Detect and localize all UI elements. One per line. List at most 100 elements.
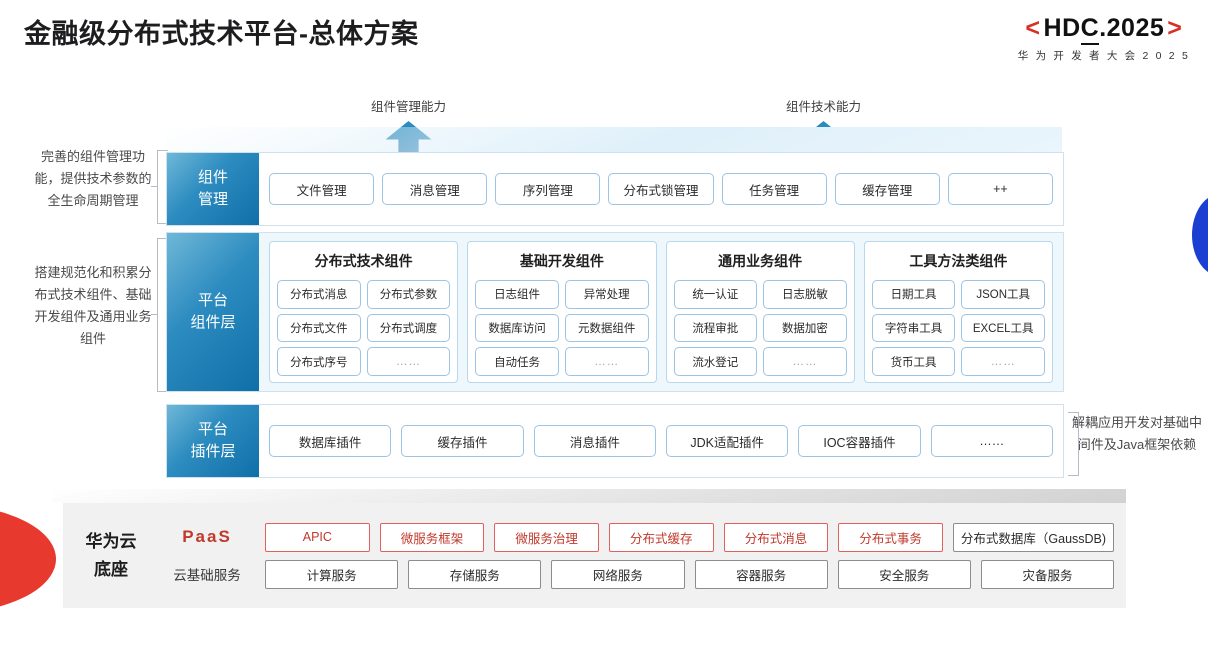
component-group: 分布式技术组件分布式消息分布式参数分布式文件分布式调度分布式序号…… xyxy=(269,241,459,383)
component-group-title: 工具方法类组件 xyxy=(909,253,1008,269)
component-cell[interactable]: 分布式调度 xyxy=(366,313,451,343)
label-line-2: 组件层 xyxy=(190,314,236,331)
component-cell[interactable]: 流水登记 xyxy=(673,347,758,377)
plugin-chip[interactable]: 缓存插件 xyxy=(401,425,524,457)
paas-service-chip[interactable]: 分布式缓存 xyxy=(608,522,714,552)
plugin-chip[interactable]: 数据库插件 xyxy=(269,425,392,457)
component-cell[interactable]: 日志组件 xyxy=(475,280,559,309)
component-group-row: 日志组件异常处理 xyxy=(475,280,649,309)
component-cell[interactable]: …… xyxy=(366,347,451,377)
component-cell[interactable]: 异常处理 xyxy=(564,280,649,309)
paas-service-chip[interactable]: 分布式事务 xyxy=(838,522,943,552)
component-management-chip[interactable]: 任务管理 xyxy=(721,173,827,205)
component-group-grid: 统一认证日志脱敏流程审批数据加密流水登记…… xyxy=(673,280,847,377)
component-group-row: 数据库访问元数据组件 xyxy=(475,313,649,343)
component-management-chip[interactable]: ++ xyxy=(947,173,1053,205)
bracket-left-icon: < xyxy=(1025,14,1041,42)
component-management-chip[interactable]: 序列管理 xyxy=(495,173,601,205)
arrow-label: 组件管理能力 xyxy=(371,100,447,114)
brace-right xyxy=(1068,412,1085,476)
component-cell[interactable]: 日志脱敏 xyxy=(763,280,847,309)
component-cell[interactable]: 流程审批 xyxy=(673,313,758,343)
paas-panel-bevel xyxy=(52,489,1126,503)
paas-service-chip[interactable]: APIC xyxy=(265,522,370,552)
arrow-label: 组件技术能力 xyxy=(786,100,862,114)
cloud-service-chip[interactable]: 容器服务 xyxy=(694,559,828,589)
component-group-row: 分布式消息分布式参数 xyxy=(277,280,451,309)
component-management-chip[interactable]: 缓存管理 xyxy=(834,173,940,205)
platform-component-layer-label: 平台 组件层 xyxy=(167,233,259,391)
label-line-2: 管理 xyxy=(197,191,228,208)
paas-row-label: 云基础服务 xyxy=(173,568,241,583)
huawei-cloud-brand: 华为云 底座 xyxy=(63,528,159,584)
hdc-logo-underlined: C xyxy=(1080,14,1100,45)
component-management-chip[interactable]: 文件管理 xyxy=(269,173,375,205)
paas-service-chip[interactable]: 微服务治理 xyxy=(494,522,599,552)
top-gradient-wash xyxy=(166,127,1062,155)
label-line-1: 平台 xyxy=(197,421,228,438)
cloud-service-chip[interactable]: 分布式数据库（GaussDB) xyxy=(952,522,1115,552)
cloud-service-chip[interactable]: 安全服务 xyxy=(837,559,971,589)
paas-service-chip[interactable]: 微服务框架 xyxy=(379,522,485,552)
component-cell[interactable]: …… xyxy=(763,347,847,377)
paas-row: 云基础服务 计算服务存储服务网络服务容器服务安全服务灾备服务 xyxy=(159,559,1115,589)
component-group-row: 流程审批数据加密 xyxy=(673,313,847,343)
component-cell[interactable]: 元数据组件 xyxy=(564,313,649,343)
component-group-row: 分布式文件分布式调度 xyxy=(277,313,451,343)
component-cell[interactable]: JSON工具 xyxy=(961,280,1045,309)
component-group-grid: 分布式消息分布式参数分布式文件分布式调度分布式序号…… xyxy=(277,280,451,377)
component-group: 基础开发组件日志组件异常处理数据库访问元数据组件自动任务…… xyxy=(467,241,657,383)
annotation-left-bottom: 搭建规范化和积累分布式技术组件、基础开发组件及通用业务组件 xyxy=(34,265,152,346)
component-cell[interactable]: 分布式文件 xyxy=(277,313,361,343)
component-cell[interactable]: 分布式消息 xyxy=(277,280,361,309)
platform-plugin-layer-label: 平台 插件层 xyxy=(167,405,259,477)
component-cell[interactable]: …… xyxy=(564,347,649,377)
brace-left-bottom xyxy=(151,238,168,392)
component-cell[interactable]: 统一认证 xyxy=(673,280,758,309)
red-wedge-decoration xyxy=(0,505,56,613)
component-group-row: 分布式序号…… xyxy=(277,347,451,377)
component-management-chip[interactable]: 分布式锁管理 xyxy=(608,173,714,205)
plugin-chip[interactable]: 消息插件 xyxy=(533,425,656,457)
component-cell[interactable]: 字符串工具 xyxy=(871,313,956,343)
component-cell[interactable]: 数据加密 xyxy=(763,313,847,343)
component-management-chip[interactable]: 消息管理 xyxy=(382,173,488,205)
brace-tick xyxy=(1078,443,1085,445)
annotation-right: 解耦应用开发对基础中间件及Java框架依赖 xyxy=(1072,415,1203,452)
component-management-label: 组件 管理 xyxy=(167,153,259,225)
cloud-service-chip[interactable]: 存储服务 xyxy=(408,559,542,589)
brand-line-1: 华为云 xyxy=(85,531,137,551)
cloud-service-chip[interactable]: 网络服务 xyxy=(551,559,685,589)
component-group-row: 自动任务…… xyxy=(475,347,649,377)
component-group-row: 流水登记…… xyxy=(673,347,847,377)
plugin-chip[interactable]: JDK适配插件 xyxy=(665,425,789,457)
component-group-title: 分布式技术组件 xyxy=(314,253,413,269)
platform-plugin-items: 数据库插件缓存插件消息插件 JDK适配插件 IOC容器插件 …… xyxy=(259,405,1063,477)
component-cell[interactable]: 自动任务 xyxy=(475,347,559,377)
cloud-service-chip[interactable]: 计算服务 xyxy=(265,559,399,589)
paas-service-chip[interactable]: 分布式消息 xyxy=(723,522,829,552)
annotation-left-top: 完善的组件管理功能，提供技术参数的全生命周期管理 xyxy=(34,149,152,208)
component-group-row: 货币工具…… xyxy=(871,347,1045,377)
paas-chip-group: 计算服务存储服务网络服务容器服务安全服务灾备服务 xyxy=(265,559,1115,589)
component-cell[interactable]: EXCEL工具 xyxy=(961,313,1045,343)
component-cell[interactable]: 分布式参数 xyxy=(366,280,451,309)
blue-blob-decoration xyxy=(1192,193,1208,277)
label-line-1: 平台 xyxy=(197,292,228,309)
platform-plugin-layer-band: 平台 插件层 数据库插件缓存插件消息插件 JDK适配插件 IOC容器插件 …… xyxy=(166,404,1064,478)
plugin-chip[interactable]: …… xyxy=(930,425,1053,457)
label-line-1: 组件 xyxy=(197,169,228,186)
cloud-service-chip[interactable]: 灾备服务 xyxy=(980,559,1115,589)
component-management-items: 文件管理消息管理序列管理分布式锁管理任务管理缓存管理++ xyxy=(259,153,1063,225)
component-cell[interactable]: 货币工具 xyxy=(871,347,956,377)
component-cell[interactable]: 数据库访问 xyxy=(475,313,559,343)
component-cell[interactable]: 分布式序号 xyxy=(277,347,361,377)
plugin-chip[interactable]: IOC容器插件 xyxy=(798,425,921,457)
component-cell[interactable]: 日期工具 xyxy=(871,280,956,309)
brace-left-top xyxy=(151,150,168,224)
brace-tick xyxy=(151,186,158,188)
component-cell[interactable]: …… xyxy=(961,347,1045,377)
platform-component-groups: 分布式技术组件分布式消息分布式参数分布式文件分布式调度分布式序号……基础开发组件… xyxy=(259,233,1063,391)
